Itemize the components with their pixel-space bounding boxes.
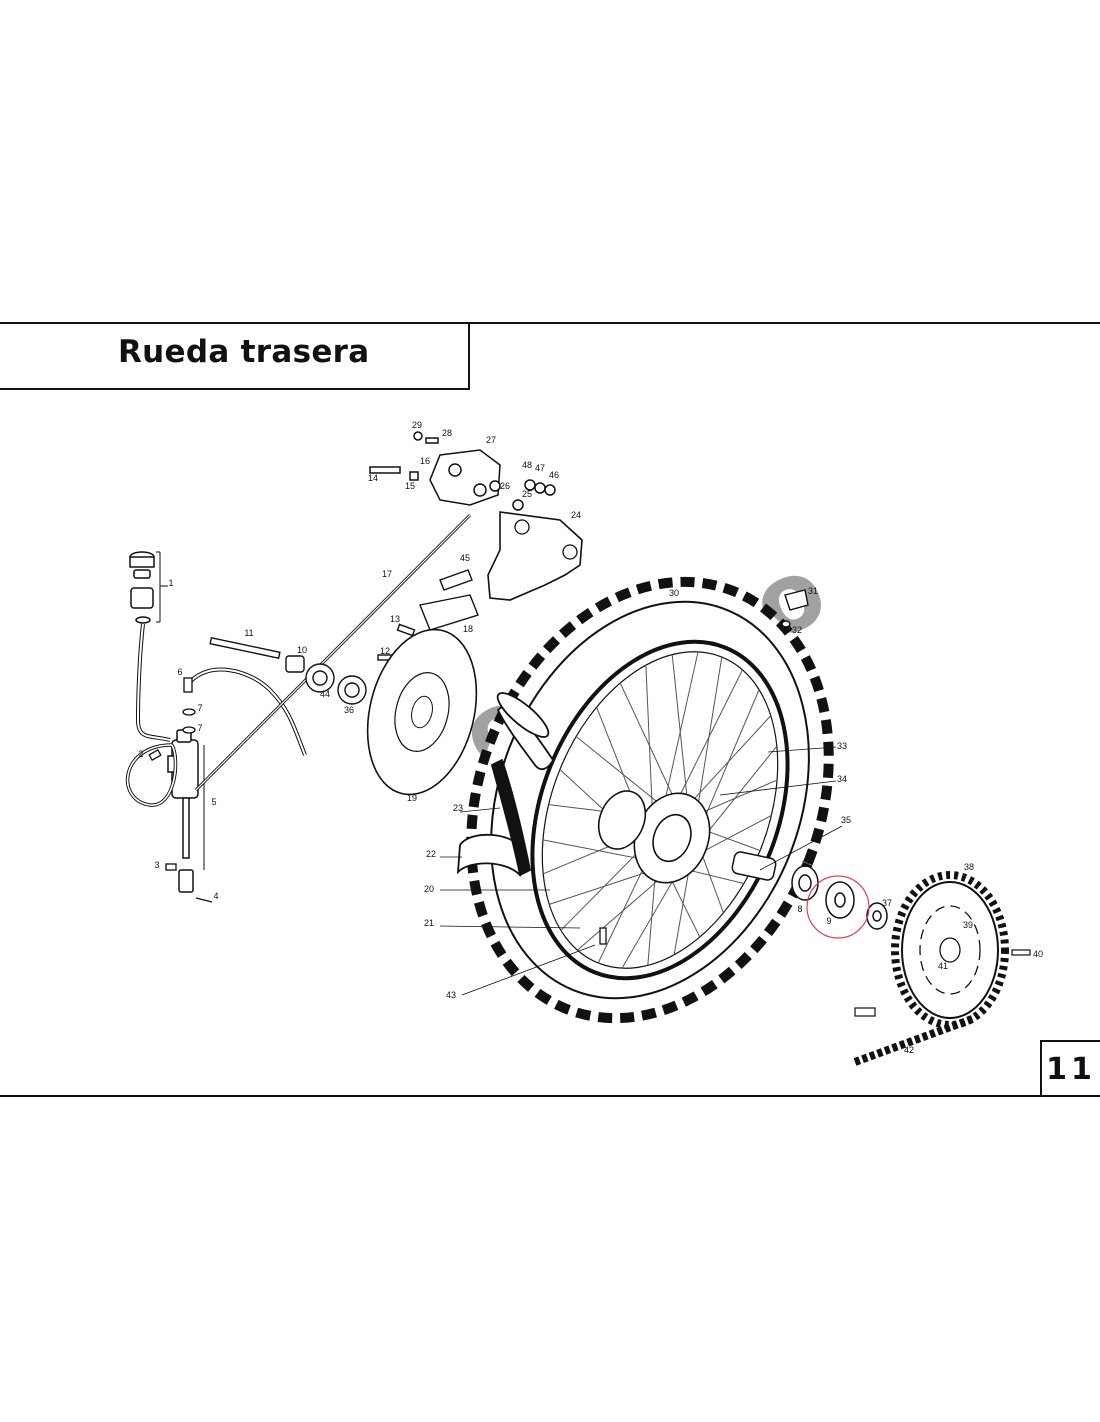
page-title: Rueda trasera <box>118 334 370 370</box>
part-callout-7: 7 <box>197 723 202 733</box>
page-number-box: 11 <box>1040 1040 1100 1096</box>
rim-lock <box>781 589 809 628</box>
spoke <box>686 715 772 808</box>
part-callout-41: 41 <box>938 961 948 971</box>
part-callout-18: 18 <box>463 624 473 634</box>
part-callout-15: 15 <box>405 481 415 491</box>
drive-chain <box>853 1007 977 1066</box>
part-callout-14: 14 <box>368 473 378 483</box>
spoke <box>560 844 646 931</box>
part-callout-8: 8 <box>797 904 802 914</box>
reservoir-hose <box>135 623 171 742</box>
rear-sprocket <box>891 871 1031 1029</box>
part-callout-3: 3 <box>154 860 159 870</box>
part-callout-1: 1 <box>168 578 173 588</box>
inner-tube <box>456 692 555 878</box>
part-callout-31: 31 <box>808 586 818 596</box>
part-callout-22: 22 <box>426 849 436 859</box>
part-callout-42: 42 <box>904 1045 914 1055</box>
spoke <box>619 682 678 806</box>
part-callout-38: 38 <box>964 862 974 872</box>
part-callout-28: 28 <box>442 428 452 438</box>
brake-caliper <box>369 431 556 511</box>
spoke <box>575 736 666 809</box>
part-callout-23: 23 <box>453 803 463 813</box>
rear-rim <box>530 639 790 981</box>
part-callout-34: 34 <box>837 774 847 784</box>
part-callout-5: 5 <box>211 797 216 807</box>
axle-assembly-left <box>209 636 367 705</box>
part-callout-19: 19 <box>407 793 417 803</box>
brake-master-cylinder <box>167 729 205 893</box>
spoke <box>621 866 682 969</box>
caliper-bracket <box>487 511 583 601</box>
part-callout-32: 32 <box>792 625 802 635</box>
fittings <box>148 677 213 903</box>
part-callout-26: 26 <box>500 481 510 491</box>
part-callout-39: 39 <box>963 920 973 930</box>
part-callout-36: 36 <box>802 859 812 869</box>
part-callouts: 1234567789101112131415161718192021222324… <box>138 420 1043 1055</box>
spoke <box>542 839 649 861</box>
part-callout-13: 13 <box>390 614 400 624</box>
valve-stem <box>599 927 607 945</box>
part-callout-21: 21 <box>424 918 434 928</box>
part-callout-30: 30 <box>669 588 679 598</box>
part-callout-20: 20 <box>424 884 434 894</box>
part-callout-12: 12 <box>380 646 390 656</box>
part-callout-36: 36 <box>344 705 354 715</box>
part-callout-25: 25 <box>522 489 532 499</box>
part-callout-45: 45 <box>460 553 470 563</box>
part-callout-16: 16 <box>420 456 430 466</box>
spoke <box>662 651 699 810</box>
part-callout-4: 4 <box>213 891 218 901</box>
spoke <box>645 665 654 820</box>
page-number: 11 <box>1046 1051 1096 1087</box>
part-callout-46: 46 <box>549 470 559 480</box>
part-callout-37: 37 <box>882 898 892 908</box>
part-callout-35: 35 <box>841 815 851 825</box>
part-callout-17: 17 <box>382 569 392 579</box>
brake-pads <box>377 569 479 661</box>
part-callout-43: 43 <box>446 990 456 1000</box>
part-callout-10: 10 <box>297 645 307 655</box>
part-callout-9: 9 <box>826 916 831 926</box>
part-callout-33: 33 <box>837 741 847 751</box>
part-callout-24: 24 <box>571 510 581 520</box>
spoke <box>694 779 778 816</box>
highlight-circle-part-9 <box>806 875 870 939</box>
rear-hub <box>597 790 711 884</box>
part-callout-47: 47 <box>535 463 545 473</box>
part-callout-48: 48 <box>522 460 532 470</box>
title-box <box>0 322 470 390</box>
part-callout-29: 29 <box>412 420 422 430</box>
axle-assembly-right <box>731 851 888 930</box>
part-callout-11: 11 <box>244 628 253 638</box>
spoke <box>674 669 743 806</box>
part-callout-2: 2 <box>138 749 143 759</box>
part-callout-44: 44 <box>320 689 330 699</box>
part-callout-7: 7 <box>197 703 202 713</box>
brake-reservoir <box>129 551 168 624</box>
leader-lines <box>439 746 843 996</box>
spoke <box>577 870 670 951</box>
brake-disc <box>366 628 478 796</box>
part-callout-27: 27 <box>486 435 496 445</box>
spoke <box>549 868 658 905</box>
part-callout-6: 6 <box>177 667 182 677</box>
part-callout-40: 40 <box>1033 949 1043 959</box>
